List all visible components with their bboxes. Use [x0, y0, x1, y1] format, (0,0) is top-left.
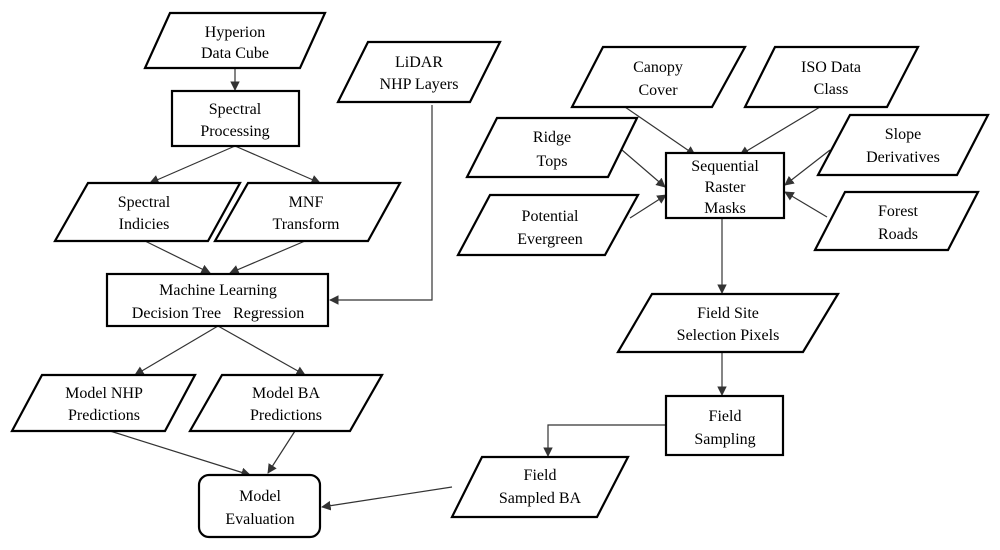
edge-canopy-to-masks	[624, 106, 696, 156]
node-slope-line2: Derivatives	[866, 149, 940, 166]
node-canopy-line2: Cover	[638, 82, 678, 99]
node-field-ba-line2: Sampled BA	[499, 490, 582, 507]
node-potential-evergreen: Potential Evergreen	[456, 193, 640, 257]
node-roads-line2: Roads	[878, 226, 918, 243]
node-lidar-nhp-layers: LiDAR NHP Layers	[336, 40, 502, 104]
node-lidar-line2: NHP Layers	[380, 76, 459, 93]
node-model-nhp-line2: Predictions	[68, 407, 140, 424]
node-iso-data-class: ISO Data Class	[743, 45, 920, 109]
node-model-ba-predictions: Model BA Predictions	[188, 373, 384, 433]
node-roads-line1: Forest	[878, 203, 919, 220]
edge-slope-to-masks	[784, 149, 831, 186]
edge-indices-to-ml	[144, 240, 211, 274]
node-hyperion-data-cube: Hyperion Data Cube	[143, 11, 327, 70]
node-model-nhp-line1: Model NHP	[65, 385, 143, 402]
node-ridge-line2: Tops	[537, 153, 568, 170]
node-field-site-line2: Selection Pixels	[677, 327, 780, 344]
edge-spectral-processing-to-mnf	[234, 145, 321, 184]
node-ml-line2: Decision Tree Regression	[132, 305, 304, 322]
node-mnf-transform: MNF Transform	[213, 181, 402, 243]
node-spectral-processing-line1: Spectral	[209, 101, 262, 118]
node-ridge-tops: Ridge Tops	[465, 116, 639, 179]
node-masks-line3: Masks	[704, 200, 746, 217]
node-iso-line2: Class	[814, 81, 849, 98]
edge-lidar-to-ml	[329, 105, 433, 305]
node-machine-learning: Machine Learning Decision Tree Regressio…	[105, 272, 330, 328]
edge-roads-to-masks	[784, 191, 828, 218]
edge-evergreen-to-masks	[629, 194, 667, 219]
edge-spectral-processing-to-indices	[149, 145, 236, 184]
edges	[109, 68, 831, 511]
node-lidar-line1: LiDAR	[395, 54, 443, 71]
node-field-site-selection: Field Site Selection Pixels	[616, 292, 840, 354]
node-iso-line1: ISO Data	[801, 59, 861, 76]
node-field-site-line1: Field Site	[697, 305, 759, 322]
node-forest-roads: Forest Roads	[813, 190, 980, 252]
node-field-sampled-ba: Field Sampled BA	[450, 455, 630, 519]
node-field-sampling-line2: Sampling	[694, 431, 755, 448]
node-mnf-line1: MNF	[289, 194, 324, 211]
node-masks-line2: Raster	[705, 179, 747, 196]
node-model-evaluation: Model Evaluation	[197, 473, 322, 539]
node-masks-line1: Sequential	[691, 158, 759, 175]
node-ridge-line1: Ridge	[533, 129, 571, 146]
node-spectral-indicies: Spectral Indicies	[53, 181, 242, 243]
node-hyperion-line2: Data Cube	[201, 45, 269, 62]
node-hyperion-line1: Hyperion	[205, 24, 265, 41]
node-field-ba-line1: Field	[524, 467, 557, 484]
node-spectral-indicies-line2: Indicies	[119, 216, 170, 233]
node-sequential-raster-masks: Sequential Raster Masks	[664, 151, 786, 220]
node-evergreen-line2: Evergreen	[517, 231, 582, 248]
node-model-eval-line1: Model	[239, 488, 281, 505]
edge-iso-to-masks	[739, 106, 821, 156]
node-field-sampling-line1: Field	[709, 408, 742, 425]
edge-ridge-to-masks	[621, 149, 666, 188]
node-field-sampling: Field Sampling	[664, 394, 785, 457]
node-spectral-processing-line2: Processing	[200, 123, 269, 140]
node-slope-line1: Slope	[885, 126, 921, 143]
edge-ml-to-model-ba	[217, 325, 306, 376]
node-model-ba-line2: Predictions	[250, 407, 322, 424]
node-evergreen-line1: Potential	[522, 208, 579, 225]
node-mnf-line2: Transform	[273, 216, 341, 233]
edge-model-nhp-to-eval	[109, 430, 251, 477]
node-spectral-indicies-line1: Spectral	[118, 194, 171, 211]
node-model-nhp-predictions: Model NHP Predictions	[10, 373, 197, 433]
node-canopy-cover: Canopy Cover	[570, 45, 747, 109]
node-model-eval-line2: Evaluation	[225, 511, 294, 528]
node-slope-derivatives: Slope Derivatives	[816, 113, 990, 177]
node-spectral-processing: Spectral Processing	[170, 89, 301, 148]
node-model-ba-line1: Model BA	[252, 385, 320, 402]
edge-field-sampling-to-field-ba	[543, 424, 666, 457]
edge-mnf-to-ml	[229, 240, 306, 275]
node-ml-line1: Machine Learning	[159, 282, 277, 299]
edge-field-ba-to-eval	[321, 486, 453, 511]
edge-ml-to-model-nhp	[134, 325, 219, 376]
node-canopy-line1: Canopy	[633, 59, 683, 76]
edge-model-ba-to-eval	[267, 430, 296, 474]
